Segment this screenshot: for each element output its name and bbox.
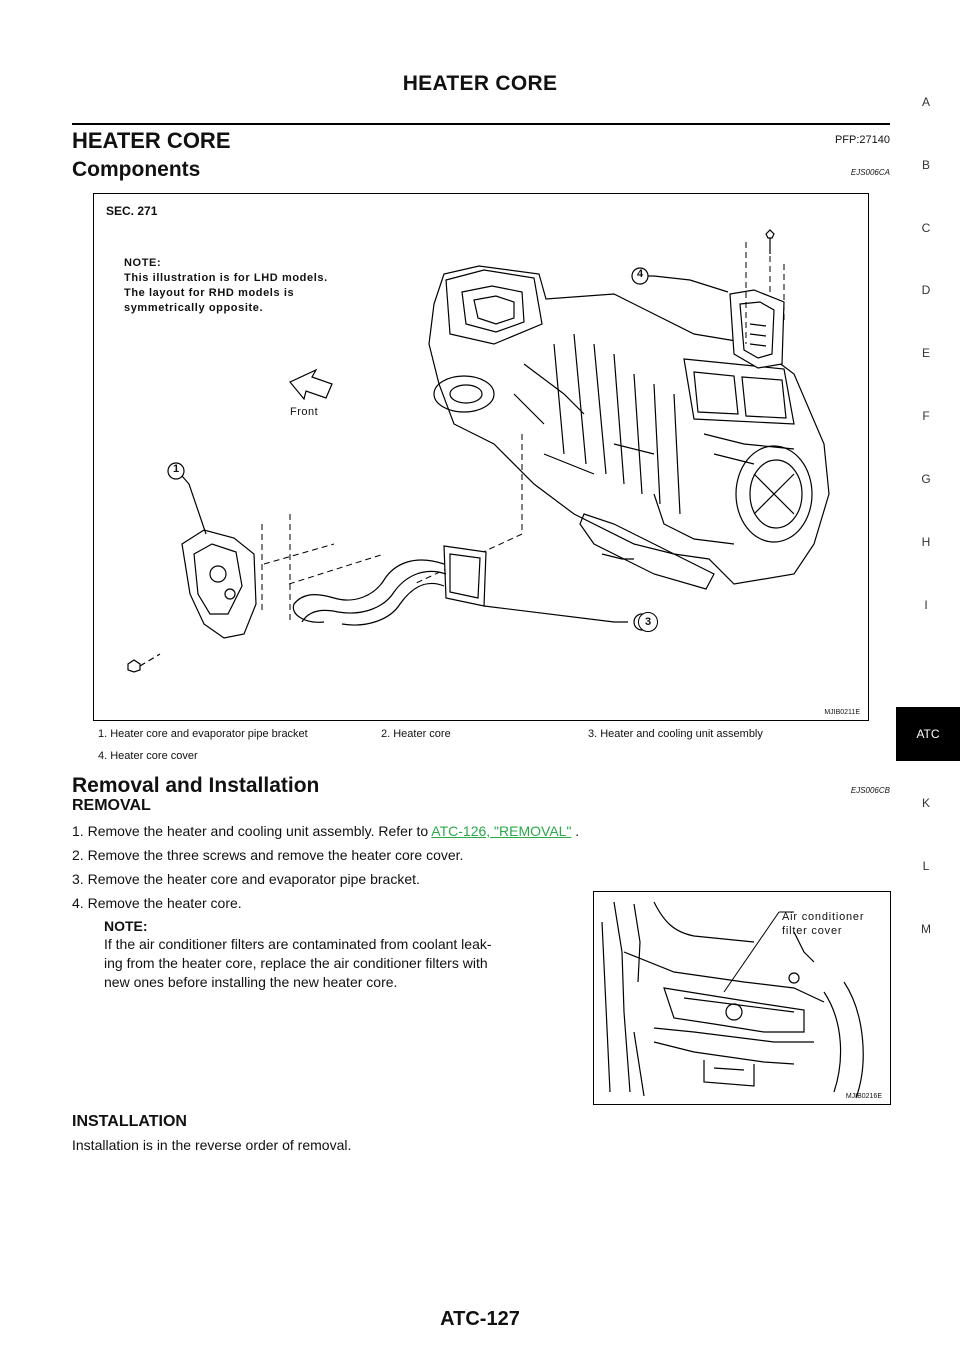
filter-cover-figure: Air conditioner filter cover MJIB0216E <box>593 891 891 1105</box>
step-text: Remove the heater and cooling unit assem… <box>87 823 429 839</box>
components-code: EJS006CA <box>850 168 890 177</box>
removal-step-4: 4. Remove the heater core. <box>72 894 242 913</box>
figure-note: NOTE: This illustration is for LHD model… <box>124 256 328 316</box>
filter-cover-illustration <box>601 901 864 1099</box>
sidebar-letter[interactable]: M <box>921 922 931 936</box>
sidebar-letter[interactable]: E <box>921 346 930 360</box>
step-after: . <box>571 823 580 839</box>
figure2-id: MJIB0216E <box>845 1093 882 1100</box>
sidebar-letter[interactable]: K <box>921 796 930 810</box>
filter-cover-label-line: Air conditioner <box>782 911 865 923</box>
step-number: 3. <box>72 871 84 887</box>
removal-step-2: 2. Remove the three screws and remove th… <box>72 846 463 865</box>
heater-assembly-illustration <box>127 229 830 673</box>
legend-item: 2. Heater core <box>381 728 451 740</box>
callout-4-icon <box>631 267 649 285</box>
header-rule <box>72 123 890 125</box>
sidebar-letter[interactable]: D <box>921 283 931 297</box>
installation-text: Installation is in the reverse order of … <box>72 1137 352 1153</box>
removal-step-3: 3. Remove the heater core and evaporator… <box>72 870 420 889</box>
removal-installation-code: EJS006CB <box>850 786 890 795</box>
sidebar-tab-atc[interactable]: ATC <box>896 707 960 761</box>
atc-126-removal-link[interactable]: ATC-126, "REMOVAL" <box>431 823 572 839</box>
sidebar-letter[interactable]: C <box>921 221 931 235</box>
sidebar-letter[interactable]: B <box>921 158 930 172</box>
section-title: HEATER CORE <box>72 128 231 153</box>
callout-1-icon <box>167 462 185 480</box>
filter-cover-label: Air conditioner filter cover <box>782 910 864 938</box>
legend-item: 3. Heater and cooling unit assembly <box>588 728 763 740</box>
figure-note-line: symmetrically opposite. <box>124 302 264 314</box>
figure-id: MJIB0211E <box>824 709 860 716</box>
figure-note-line: The layout for RHD models is <box>124 287 295 299</box>
note-label: NOTE: <box>104 918 148 934</box>
components-figure: SEC. 271 NOTE: This illustration is for … <box>93 193 869 721</box>
sidebar-letter[interactable]: G <box>921 472 931 486</box>
step-text: Remove the three screws and remove the h… <box>87 847 464 863</box>
step-number: 2. <box>72 847 84 863</box>
page-header-title: HEATER CORE <box>402 72 558 95</box>
note-line: ing from the heater core, replace the ai… <box>104 955 488 971</box>
removal-installation-title: Removal and Installation <box>72 774 320 797</box>
sidebar-letter[interactable]: I <box>924 598 928 612</box>
sidebar-letter[interactable]: H <box>921 535 931 549</box>
step-number: 1. <box>72 823 84 839</box>
callout-4-label: 4 <box>636 268 644 280</box>
sidebar-letter[interactable]: A <box>921 95 930 109</box>
figure-note-line: NOTE: <box>124 257 162 269</box>
legend-item: 4. Heater core cover <box>98 750 198 762</box>
step-number: 4. <box>72 895 84 911</box>
front-arrow-icon <box>289 368 333 401</box>
note-line: new ones before installing the new heate… <box>104 974 398 990</box>
callout-1-label: 1 <box>172 463 180 475</box>
figure-note-line: This illustration is for LHD models. <box>124 272 328 284</box>
sidebar-letter[interactable]: F <box>922 409 930 423</box>
installation-heading: INSTALLATION <box>72 1113 187 1130</box>
components-title: Components <box>72 158 201 181</box>
front-label: Front <box>290 406 319 418</box>
callout-3-label: 3 <box>638 612 658 632</box>
step-text: Remove the heater core. <box>87 895 242 911</box>
removal-step-1: 1. Remove the heater and cooling unit as… <box>72 822 792 841</box>
page-number: ATC-127 <box>440 1308 520 1330</box>
removal-heading: REMOVAL <box>72 797 151 814</box>
step-text: Remove the heater core and evaporator pi… <box>87 871 420 887</box>
sidebar-letter[interactable]: L <box>922 859 930 873</box>
pfp-code: PFP:27140 <box>834 134 890 146</box>
note-line: If the air conditioner filters are conta… <box>104 936 492 952</box>
filter-cover-label-line: filter cover <box>782 925 843 937</box>
note-body: If the air conditioner filters are conta… <box>104 935 586 992</box>
figure-sec-label: SEC. 271 <box>106 204 158 218</box>
legend-item: 1. Heater core and evaporator pipe brack… <box>98 728 308 740</box>
